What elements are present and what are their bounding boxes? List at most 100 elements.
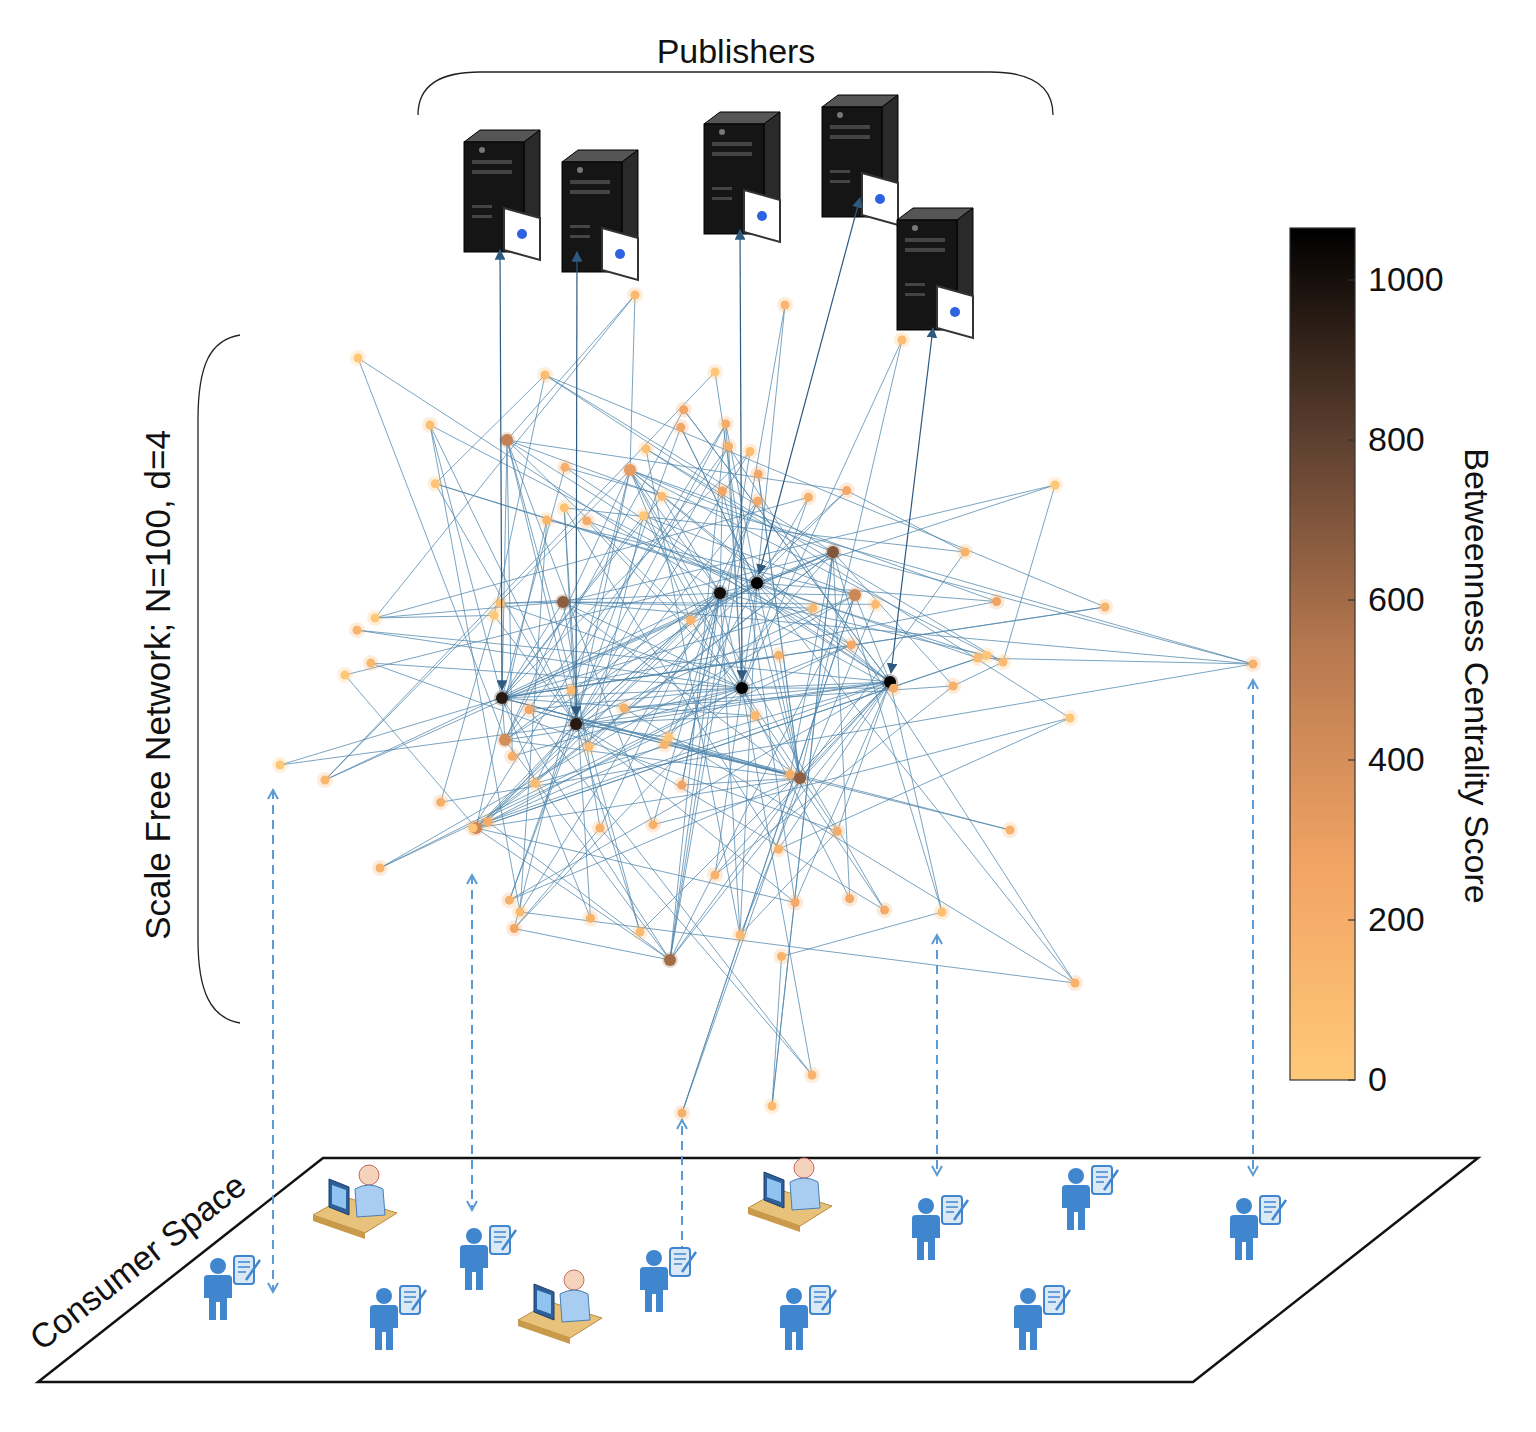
network-link bbox=[520, 912, 1075, 983]
node-halo bbox=[592, 820, 608, 836]
consumer-plane bbox=[38, 1158, 1478, 1382]
network-link bbox=[778, 682, 890, 849]
consumer-icons bbox=[204, 1158, 1286, 1350]
network-node bbox=[431, 479, 440, 488]
network-node bbox=[808, 604, 817, 613]
network-node bbox=[354, 354, 363, 363]
network-node bbox=[1071, 979, 1080, 988]
mobile-user-icon bbox=[912, 1196, 968, 1260]
node-halo bbox=[787, 895, 803, 911]
network-link bbox=[624, 708, 1075, 983]
network-node bbox=[1101, 603, 1110, 612]
network-node bbox=[774, 845, 783, 854]
network-link bbox=[502, 440, 507, 698]
node-halo bbox=[683, 612, 699, 628]
network-link bbox=[757, 305, 785, 583]
network-node bbox=[516, 908, 525, 917]
network-node bbox=[938, 908, 947, 917]
network-link bbox=[500, 603, 742, 688]
network-link bbox=[514, 688, 742, 929]
network-node bbox=[499, 734, 511, 746]
node-halo bbox=[1002, 822, 1018, 838]
node-halo bbox=[527, 775, 543, 791]
node-halo bbox=[349, 622, 365, 638]
network-link bbox=[441, 664, 1253, 802]
node-halo bbox=[749, 575, 765, 591]
network-link bbox=[430, 425, 502, 698]
network-node bbox=[686, 616, 695, 625]
network-link bbox=[670, 593, 720, 960]
network-link bbox=[630, 295, 635, 470]
consumer-link bbox=[1252, 680, 1254, 1175]
server-icon bbox=[897, 208, 973, 338]
network-node bbox=[992, 597, 1001, 606]
network-node bbox=[624, 464, 636, 476]
node-halo bbox=[539, 512, 555, 528]
desktop-user-icon bbox=[313, 1165, 397, 1239]
node-halo bbox=[635, 508, 651, 524]
node-halo bbox=[989, 593, 1005, 609]
network-node bbox=[871, 600, 880, 609]
axis-label: Betweenness Centrality Score bbox=[1457, 448, 1494, 903]
network-node bbox=[833, 827, 842, 836]
node-halo bbox=[804, 1067, 820, 1083]
node-halo bbox=[465, 820, 481, 836]
node-halo bbox=[654, 488, 670, 504]
network-node bbox=[483, 817, 492, 826]
network-link bbox=[670, 595, 855, 960]
network-link bbox=[682, 593, 720, 785]
node-halo bbox=[582, 910, 598, 926]
node-halo bbox=[877, 902, 893, 918]
node-halo bbox=[363, 655, 379, 671]
network-link bbox=[740, 831, 837, 935]
node-halo bbox=[497, 732, 513, 748]
network-node bbox=[619, 704, 628, 713]
colorbar-tick-label: 400 bbox=[1368, 741, 1425, 778]
network-link bbox=[757, 583, 978, 658]
network-link bbox=[742, 688, 812, 1075]
network-link bbox=[494, 615, 576, 724]
network-node bbox=[736, 682, 748, 694]
server-icon bbox=[822, 95, 898, 225]
network-node bbox=[677, 781, 686, 790]
network-link bbox=[507, 440, 512, 756]
network-node bbox=[560, 463, 569, 472]
network-link bbox=[576, 724, 795, 903]
node-halo bbox=[800, 489, 816, 505]
network-link bbox=[742, 645, 851, 688]
network-node bbox=[751, 577, 763, 589]
network-node bbox=[426, 421, 435, 430]
colorbar bbox=[1290, 228, 1355, 1080]
network-node bbox=[531, 779, 540, 788]
network-node bbox=[781, 301, 790, 310]
network-node bbox=[584, 742, 593, 751]
node-halo bbox=[770, 841, 786, 857]
node-halo bbox=[317, 772, 333, 788]
network-node bbox=[524, 705, 533, 714]
node-halo bbox=[829, 823, 845, 839]
node-halo bbox=[742, 444, 758, 460]
node-halo bbox=[627, 287, 643, 303]
node-halo bbox=[839, 483, 855, 499]
network-link bbox=[505, 446, 729, 740]
colorbar-tick-label: 200 bbox=[1368, 901, 1425, 938]
node-halo bbox=[747, 708, 763, 724]
network-node bbox=[679, 405, 688, 414]
colorbar-tick-label: 800 bbox=[1368, 421, 1425, 458]
network-link bbox=[742, 688, 837, 831]
node-halo bbox=[422, 417, 438, 433]
node-halo bbox=[674, 1105, 690, 1121]
network-link bbox=[565, 467, 890, 682]
network-link bbox=[380, 688, 742, 868]
network-link bbox=[545, 375, 722, 491]
node-halo bbox=[537, 367, 553, 383]
node-halo bbox=[645, 817, 661, 833]
node-halo bbox=[1067, 975, 1083, 991]
network-link bbox=[488, 745, 665, 822]
network-link bbox=[720, 491, 722, 593]
mobile-user-icon bbox=[1014, 1286, 1070, 1350]
network-node bbox=[631, 291, 640, 300]
network-node bbox=[961, 548, 970, 557]
